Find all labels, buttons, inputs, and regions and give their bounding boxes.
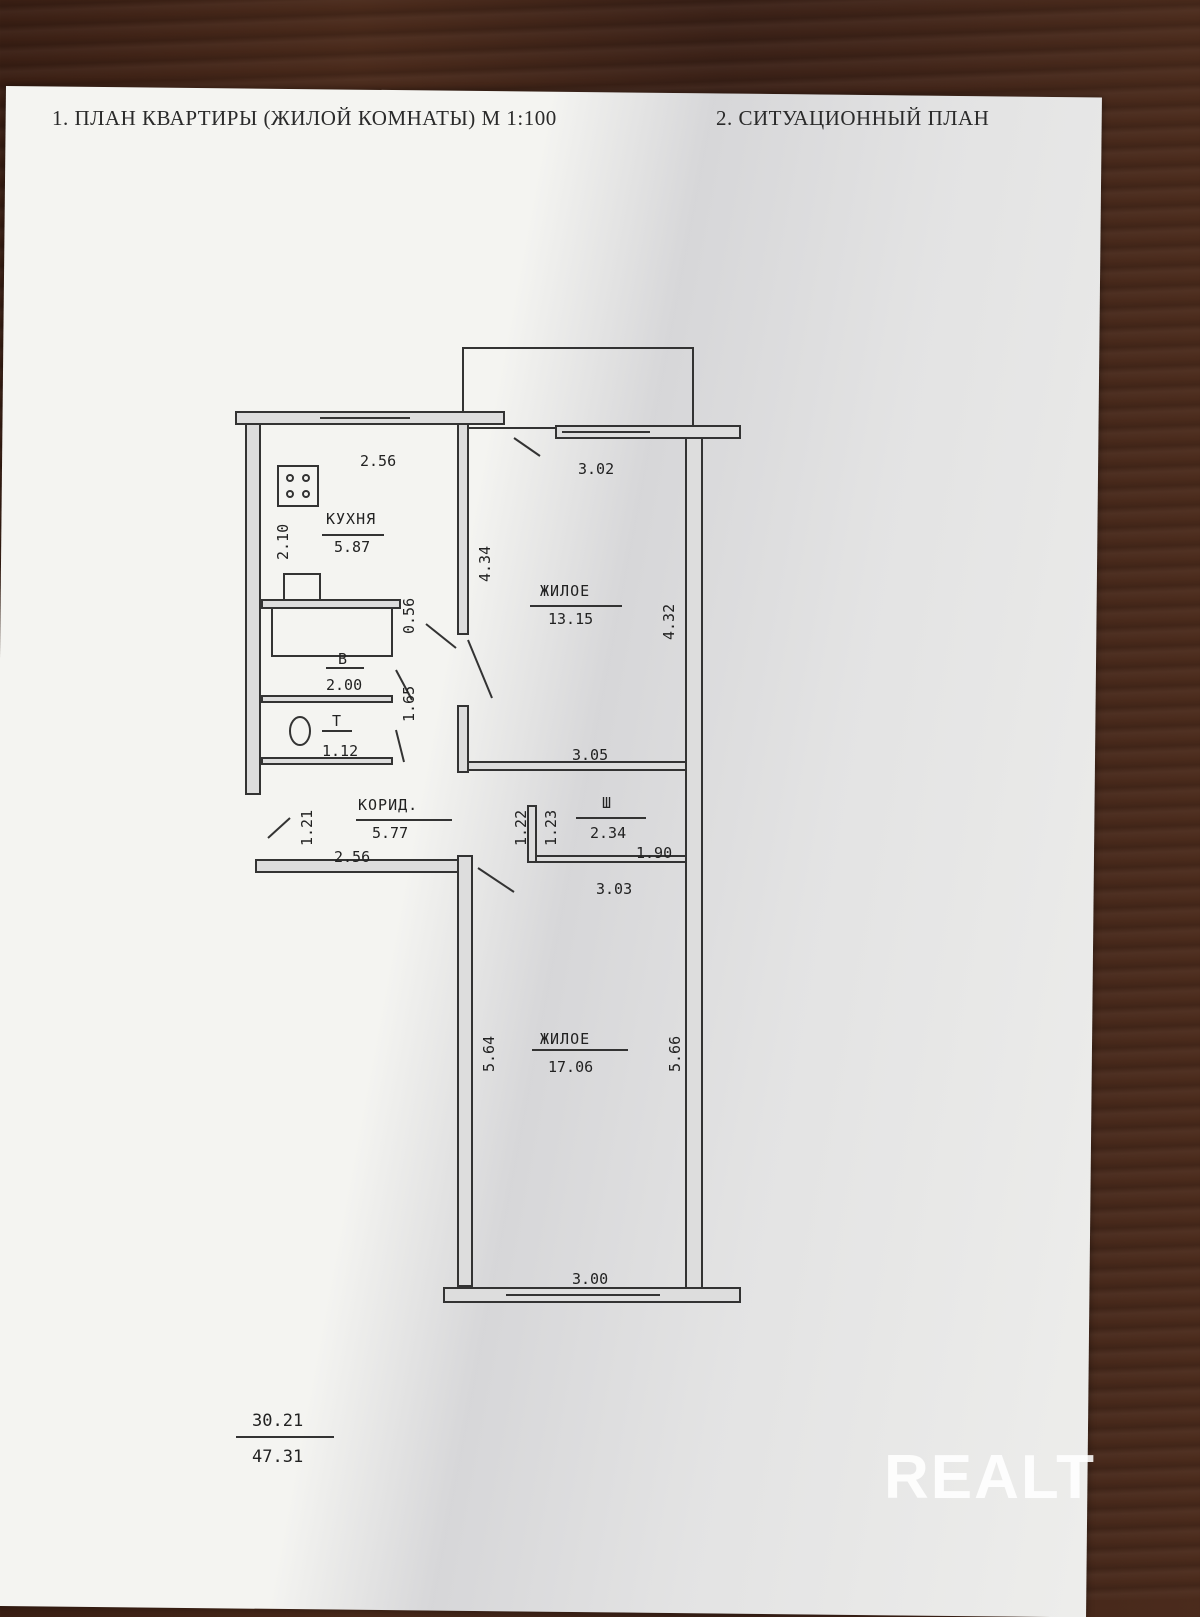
door-toilet — [395, 729, 405, 763]
dim-living2-top: 3.03 — [596, 880, 632, 898]
wall-left-outer — [245, 423, 261, 795]
dim-living1-top: 3.02 — [578, 460, 614, 478]
bathtub — [271, 605, 393, 657]
dim-kitchen-side: 2.10 — [274, 524, 292, 560]
door-balcony — [513, 437, 541, 457]
dim-living2-right: 5.66 — [666, 1036, 684, 1072]
room-name-living2: ЖИЛОЕ — [540, 1030, 590, 1048]
dim-living1-bottom: 3.05 — [572, 746, 608, 764]
door-bath — [395, 669, 413, 701]
dim-living1-right: 4.32 — [660, 604, 678, 640]
situation-plan-title: 2. СИТУАЦИОННЫЙ ПЛАН — [716, 106, 990, 130]
dim-corridor-left: 1.21 — [298, 810, 316, 846]
wall-living2-left — [457, 855, 473, 1287]
room-area-living2: 17.06 — [548, 1058, 593, 1076]
room-name-corridor: КОРИД. — [358, 796, 418, 814]
wall-closet-left — [527, 805, 537, 863]
wall-right-outer — [685, 437, 703, 1289]
room-name-kitchen: КУХНЯ — [326, 510, 376, 528]
dim-living2-bottom: 3.00 — [572, 1270, 608, 1288]
dim-closet-left-a: 1.22 — [512, 810, 530, 846]
room-area-kitchen: 5.87 — [334, 538, 370, 556]
room-name-closet: Ш — [602, 794, 612, 812]
door-kitchen — [425, 623, 457, 649]
dim-kitchen-top: 2.56 — [360, 452, 396, 470]
room-name-bath: В — [338, 650, 348, 668]
stove — [277, 465, 319, 507]
wall-kitchen-living1 — [457, 423, 469, 635]
total-living-area: 30.21 — [252, 1411, 303, 1431]
wall-bath-toilet — [261, 695, 393, 703]
wall-corridor-living1 — [457, 705, 469, 773]
dim-living2-left: 5.64 — [480, 1036, 498, 1072]
wall-toilet-corridor — [261, 757, 393, 765]
room-area-living1: 13.15 — [548, 610, 593, 628]
dim-closet-left-b: 1.23 — [542, 810, 560, 846]
wall-kitchen-bath — [261, 599, 401, 609]
room-area-toilet: 1.12 — [322, 742, 358, 760]
sink — [283, 573, 321, 601]
room-name-living1: ЖИЛОЕ — [540, 582, 590, 600]
toilet-bowl — [289, 716, 311, 746]
room-area-bath: 2.00 — [326, 676, 362, 694]
wall-living1-bottom — [467, 761, 687, 771]
plan-title: 1. ПЛАН КВАРТИРЫ (ЖИЛОЙ КОМНАТЫ) М 1:100 — [52, 106, 557, 130]
door-entrance — [267, 817, 291, 839]
dim-closet-right: 1.90 — [636, 844, 672, 862]
realt-watermark: REALT — [884, 1443, 1097, 1512]
dim-corridor-bottom: 2.56 — [334, 848, 370, 866]
door-living1 — [467, 639, 493, 699]
room-name-toilet: Т — [332, 712, 342, 730]
door-living2 — [477, 867, 515, 893]
dim-bath-small: 0.56 — [400, 598, 418, 634]
total-area: 47.31 — [252, 1447, 303, 1467]
dim-bath-right: 1.65 — [400, 686, 418, 722]
room-area-closet: 2.34 — [590, 824, 626, 842]
dim-living1-left: 4.34 — [476, 546, 494, 582]
room-area-corridor: 5.77 — [372, 824, 408, 842]
